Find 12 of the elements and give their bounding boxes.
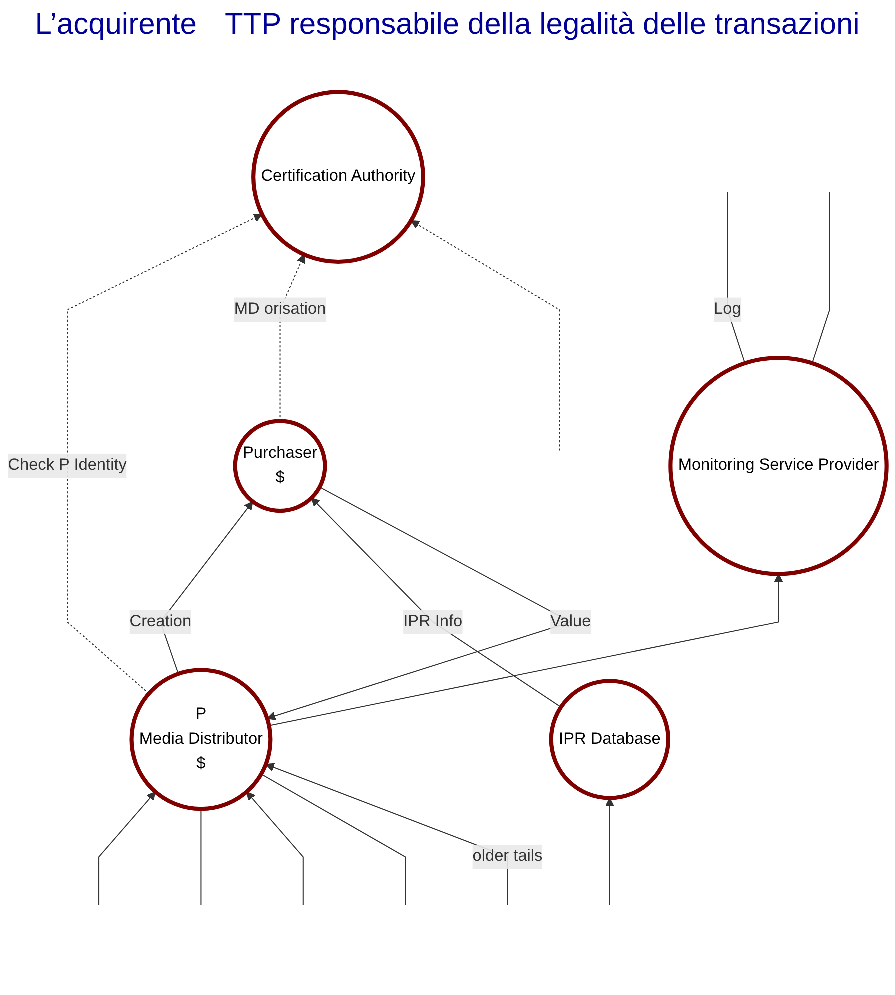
arrow [67, 214, 263, 694]
node-circle: Certification Authority [252, 90, 426, 264]
node-circle: Monitoring Service Provider [668, 355, 889, 576]
overlay-note: TTP responsabile della legalità delle transazioni [224, 8, 860, 42]
arrow [98, 791, 156, 905]
node-circle: Purchaser $ [233, 418, 328, 513]
arrow [410, 220, 560, 450]
arrow [246, 791, 304, 905]
arrow [269, 573, 784, 726]
node-circle: IPR Database [549, 678, 671, 800]
overlay-note: L’acquirente [35, 8, 197, 42]
node-circle: P Media Distributor $ [130, 668, 273, 811]
